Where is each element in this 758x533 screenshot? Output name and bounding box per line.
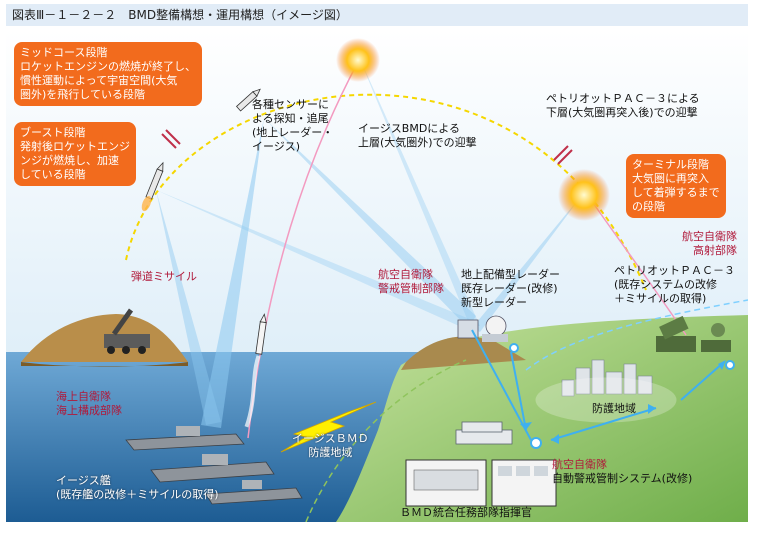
launcher-vehicle xyxy=(104,308,150,354)
bmd-commander-label: ＢＭＤ統合任務部隊指揮官 xyxy=(400,506,532,519)
scene: ミッドコース段階 ロケットエンジンの燃焼が終了し、 慣性運動によって宇宙空間(大… xyxy=(6,30,748,522)
ground-radar-label: 地上配備型レーダー 既存レーダー(改修) 新型レーダー xyxy=(461,268,560,309)
explosion-upper xyxy=(336,38,380,82)
defense-area-label: 防護地域 xyxy=(592,402,636,415)
sensors-label: 各種センサーに よる探知・追尾 (地上レーダー・ イージス) xyxy=(252,98,334,153)
mainland-hill xyxy=(401,336,526,370)
sensor-beam-6 xyxy=(156,190,472,330)
aegis-bmd-intercept-label: イージスBMDによる 上層(大気圏外)での迎撃 xyxy=(358,122,477,149)
pac3-battery xyxy=(656,315,731,352)
jasdf-control-label: 航空自衛隊 xyxy=(552,458,607,471)
defense-area-zone xyxy=(535,377,677,423)
coverage-arc xyxy=(305,359,467,522)
aegis-bmd-zone-label: イージスＢＭＤ 防護地域 xyxy=(292,432,369,459)
city-buildings xyxy=(561,359,653,397)
figure-title: 図表Ⅲ－１－２－２ BMD整備構想・運用構想（イメージ図） xyxy=(6,4,748,26)
aegis-ships xyxy=(125,426,303,505)
sensor-beam-1 xyxy=(201,118,264,428)
sensor-beam-4 xyxy=(356,50,480,326)
ballistic-missile-label: 弾道ミサイル xyxy=(131,270,197,283)
command-building xyxy=(455,421,513,445)
scene-illustration xyxy=(6,30,748,522)
midcourse-callout: ミッドコース段階 ロケットエンジンの燃焼が終了し、 慣性運動によって宇宙空間(大… xyxy=(14,42,202,106)
jasdf-warning-unit-label: 航空自衛隊 警戒管制部隊 xyxy=(378,268,444,295)
jasdf-air-defense-label: 航空自衛隊 高射部隊 xyxy=(682,230,737,257)
pac3-system-label: ペトリオットＰＡＣ－３ (既存システムの改修 ＋ミサイルの取得) xyxy=(614,264,735,305)
terminal-callout: ターミナル段階 大気圏に再突入 して着弾するまで の段階 xyxy=(626,154,726,218)
sensor-beam-5 xyxy=(472,190,586,332)
sensor-beam-3 xyxy=(264,118,476,328)
jmsdf-label: 海上自衛隊 海上構成部隊 xyxy=(56,390,122,417)
aegis-ship-label: イージス艦 (既存艦の改修＋ミサイルの取得) xyxy=(56,474,219,501)
trajectory-arc xyxy=(125,93,647,291)
interceptor-arc xyxy=(525,299,748,371)
ballistic-missile-midcourse xyxy=(235,88,261,112)
sensor-beam-2 xyxy=(156,190,221,425)
jadge-label: 自動警戒管制システム(改修) xyxy=(552,472,693,485)
datalink-lightning xyxy=(280,401,377,453)
boost-callout: ブースト段階 発射後ロケットエンジ ンジが燃焼し、加速 している段階 xyxy=(14,122,136,186)
interceptor-missile xyxy=(244,313,267,428)
control-room-inset xyxy=(405,459,557,507)
pac3-intercept-label: ペトリオットＰＡＣ－３による 下層(大気圏再突入後)での迎撃 xyxy=(546,92,700,119)
explosion-lower xyxy=(558,169,610,221)
ballistic-missile-boost xyxy=(141,161,164,212)
